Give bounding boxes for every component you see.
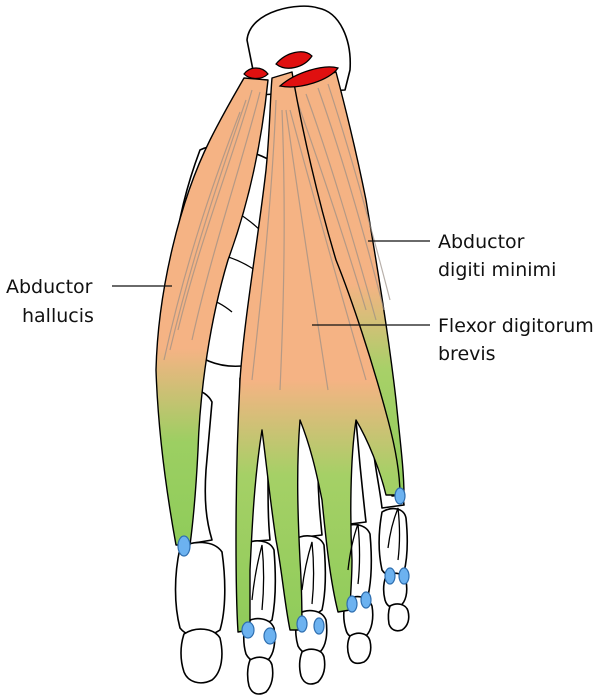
svg-text:Abductor: Abductor (6, 276, 93, 298)
svg-text:digiti minimi: digiti minimi (438, 259, 556, 281)
label-abductor-digiti-minimi: Abductor digiti minimi (368, 231, 556, 281)
toe2-phalanx-distal (248, 657, 273, 694)
toe5-phalanx-distal (388, 604, 408, 631)
label-abductor-hallucis: Abductor hallucis (6, 276, 172, 327)
hallux-distal-phalanx (181, 629, 222, 683)
hallux-proximal-phalanx (176, 542, 225, 636)
svg-text:hallucis: hallucis (22, 305, 94, 327)
svg-text:Flexor digitorum: Flexor digitorum (438, 315, 594, 337)
svg-text:Abductor: Abductor (438, 231, 525, 253)
toe5-phalanx-proximal (379, 509, 407, 576)
toe3-phalanx-distal (300, 649, 325, 684)
toe4-phalanx-distal (348, 633, 371, 663)
svg-text:brevis: brevis (438, 343, 496, 365)
